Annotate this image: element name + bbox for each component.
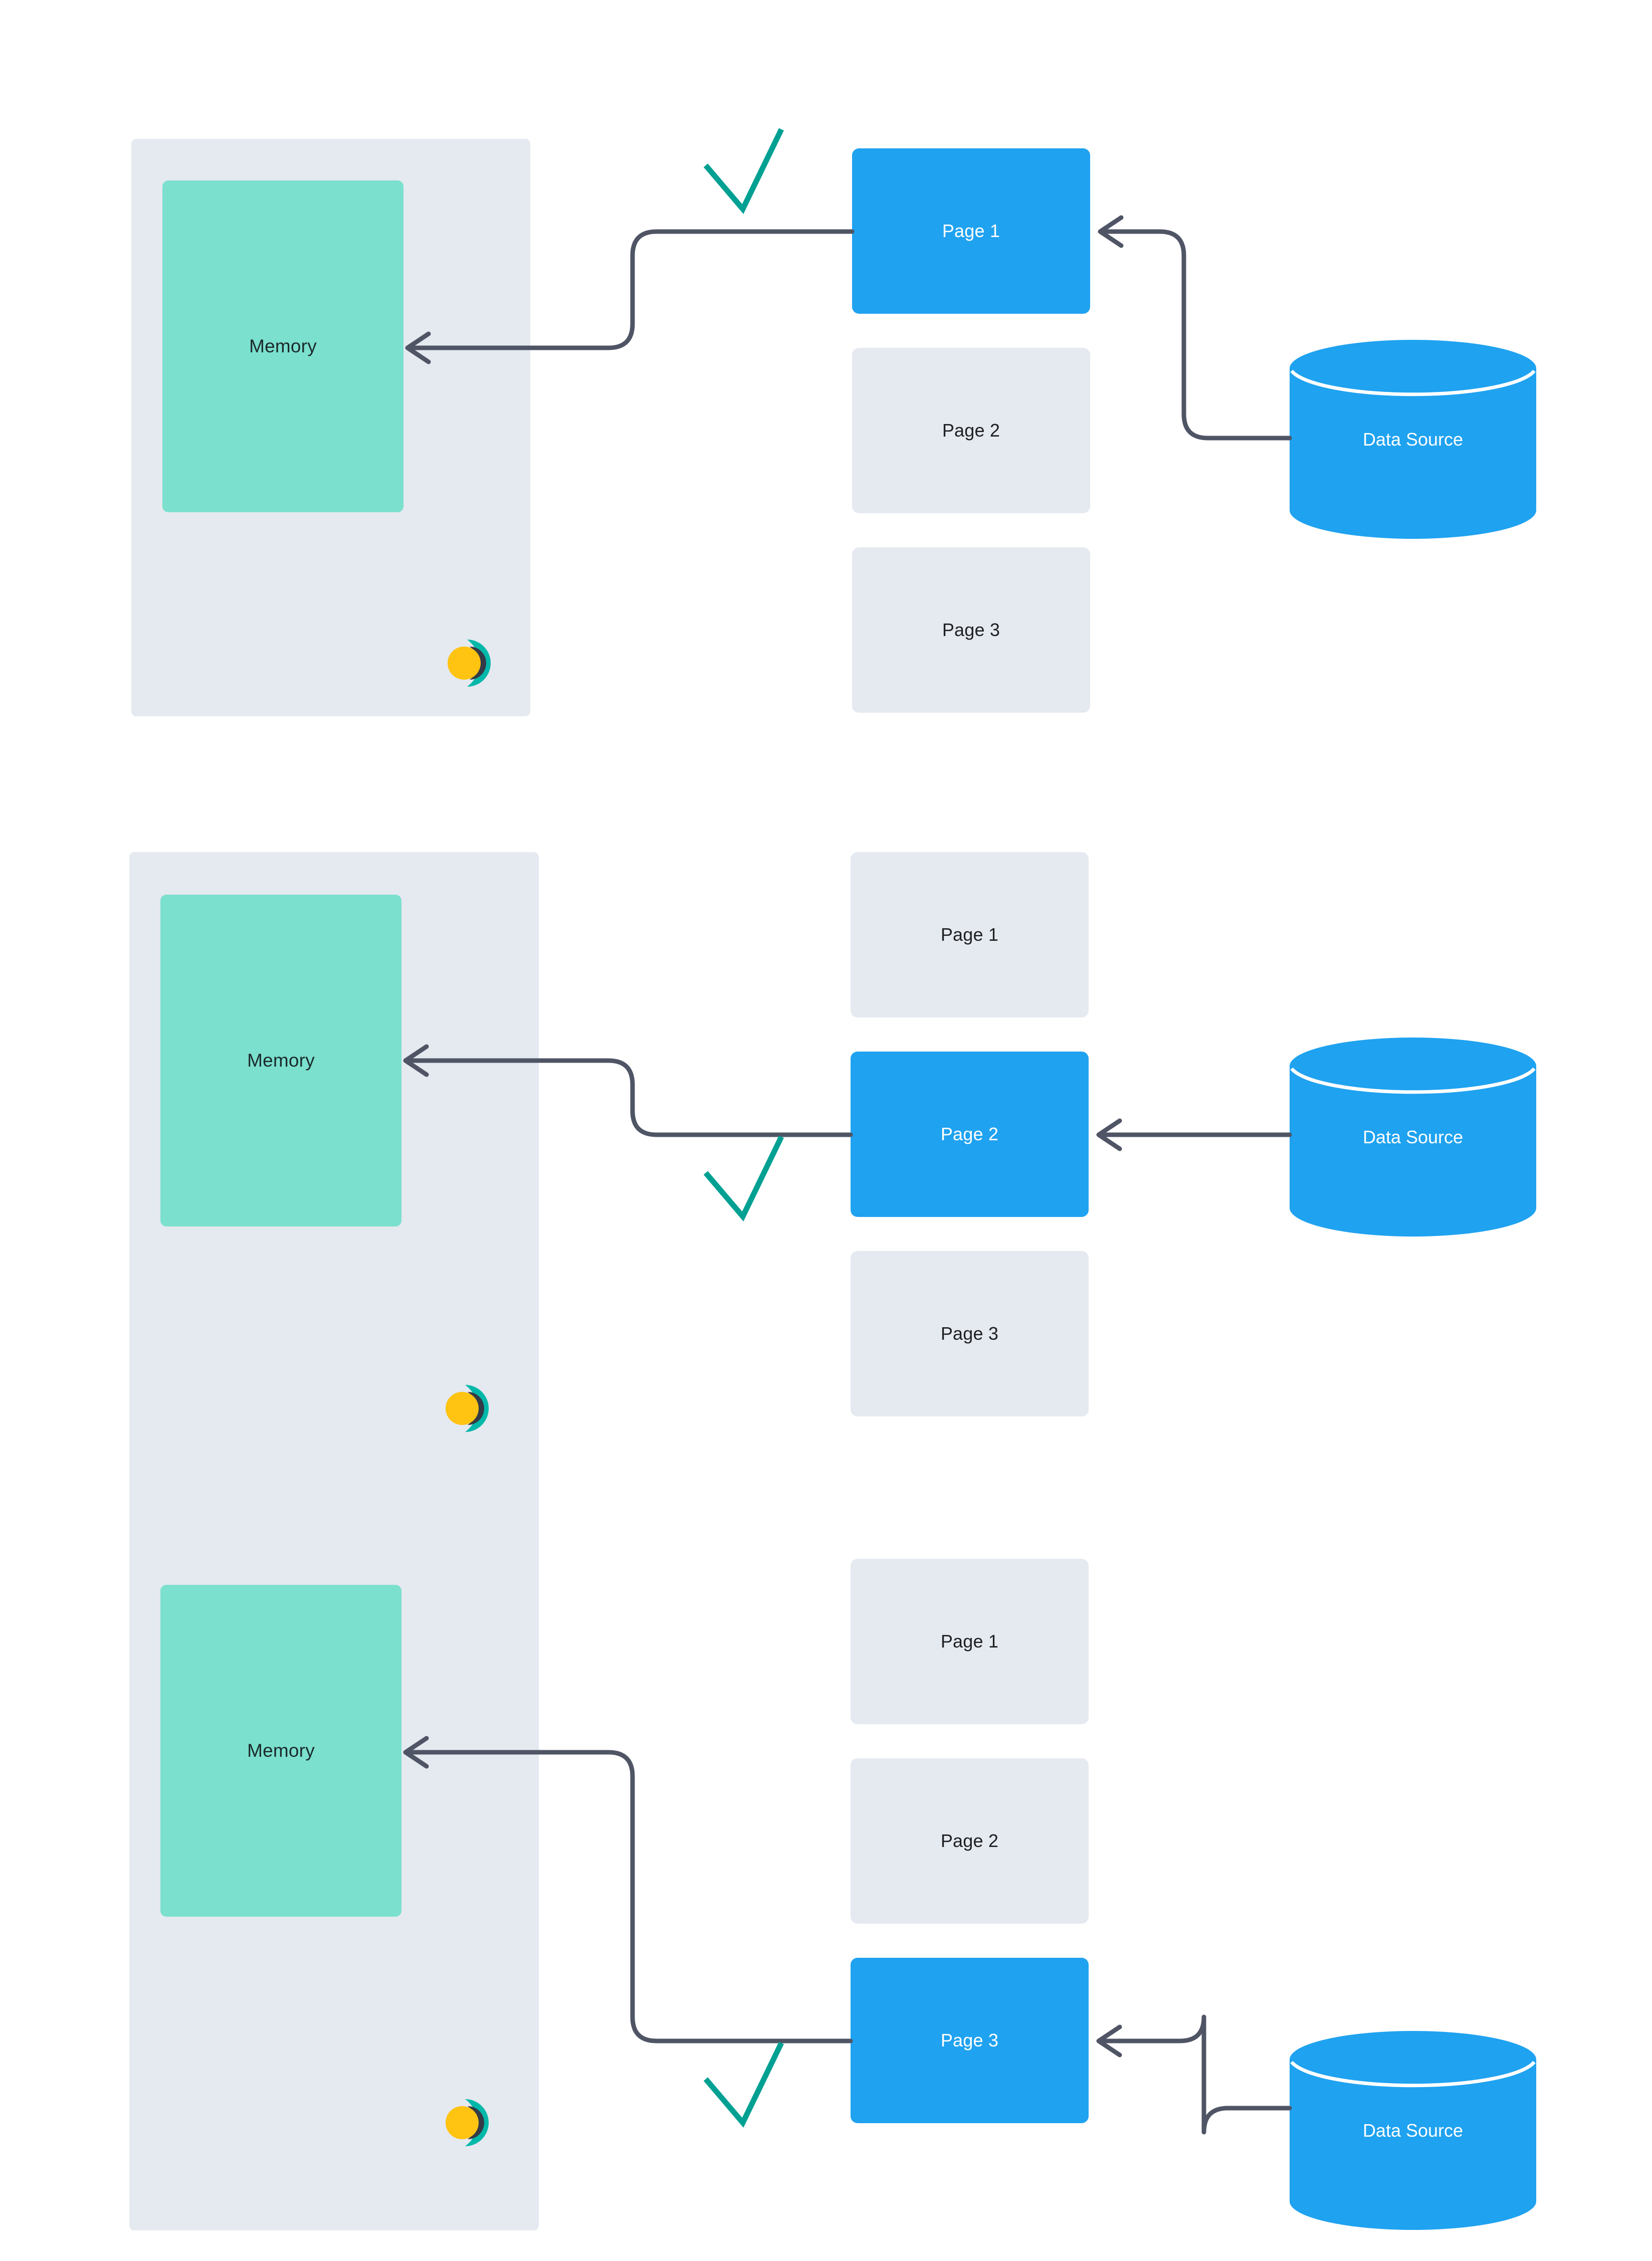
data-source-label: Data Source: [1362, 429, 1464, 450]
page-label: Page 3: [940, 2030, 999, 2050]
page-box[interactable]: Page 1: [851, 852, 1089, 1017]
check-icon: [703, 1135, 784, 1221]
memory-label: Memory: [247, 1050, 315, 1071]
arrow-left-icon: [1096, 2024, 1122, 2058]
arrow-page-to-memory: [408, 1058, 853, 1137]
page-box[interactable]: Page 1: [851, 1559, 1089, 1724]
data-source-cylinder: Data Source: [1290, 2031, 1536, 2230]
database-cylinder-icon: [1290, 1038, 1536, 1237]
brand-logo-icon: [446, 2099, 489, 2146]
step-2-panel: Memory Page 1 Page 2 Page 3 Data Source: [0, 727, 1652, 1660]
data-source-label: Data Source: [1362, 2120, 1464, 2141]
memory-box: Memory: [160, 895, 401, 1226]
page-label: Page 3: [942, 620, 1000, 640]
arrow-page-to-memory: [410, 229, 855, 350]
page-box[interactable]: Page 3: [851, 1251, 1089, 1416]
check-icon: [703, 2041, 784, 2128]
memory-label: Memory: [247, 1740, 315, 1761]
page-label: Page 1: [940, 1631, 999, 1652]
page-label: Page 1: [940, 924, 999, 945]
page-box[interactable]: Page 2: [851, 1758, 1089, 1924]
arrow-datasource-to-page: [1102, 2014, 1292, 2135]
data-source-cylinder: Data Source: [1290, 1038, 1536, 1237]
database-cylinder-icon: [1290, 2031, 1536, 2230]
arrow-left-icon: [403, 1044, 429, 1077]
page-label: Page 1: [942, 221, 1000, 241]
database-cylinder-icon: [1290, 340, 1536, 539]
memory-box: Memory: [162, 180, 403, 512]
arrow-datasource-to-page: [1103, 229, 1292, 441]
arrow-page-to-memory: [408, 1750, 853, 2043]
step-1-panel: Memory Page 1 Page 2 Page 3 Data Source: [0, 0, 1652, 782]
brand-logo-icon: [448, 640, 491, 687]
memory-box: Memory: [160, 1585, 401, 1917]
memory-label: Memory: [249, 336, 317, 356]
check-icon: [703, 128, 784, 214]
page-box[interactable]: Page 2: [851, 1052, 1089, 1217]
arrow-left-icon: [405, 331, 431, 364]
brand-logo-icon: [446, 1385, 489, 1432]
data-source-label: Data Source: [1362, 1127, 1464, 1147]
page-box[interactable]: Page 3: [851, 1958, 1089, 2123]
connector-layer: [403, 1044, 1292, 1221]
page-label: Page 2: [940, 1830, 999, 1851]
connector-layer: [403, 1736, 1292, 2135]
connector-layer: [405, 128, 1292, 441]
page-box[interactable]: Page 1: [852, 148, 1090, 314]
page-label: Page 3: [940, 1323, 999, 1344]
page-box[interactable]: Page 3: [852, 547, 1090, 713]
arrow-left-icon: [1098, 215, 1124, 248]
page-label: Page 2: [940, 1124, 999, 1144]
page-label: Page 2: [942, 420, 1000, 441]
arrow-left-icon: [403, 1736, 429, 1769]
step-3-panel: Memory Page 1 Page 2 Page 3 Data Source: [0, 1474, 1652, 2261]
arrow-left-icon: [1096, 1118, 1122, 1151]
data-source-cylinder: Data Source: [1290, 340, 1536, 539]
page-box[interactable]: Page 2: [852, 348, 1090, 513]
